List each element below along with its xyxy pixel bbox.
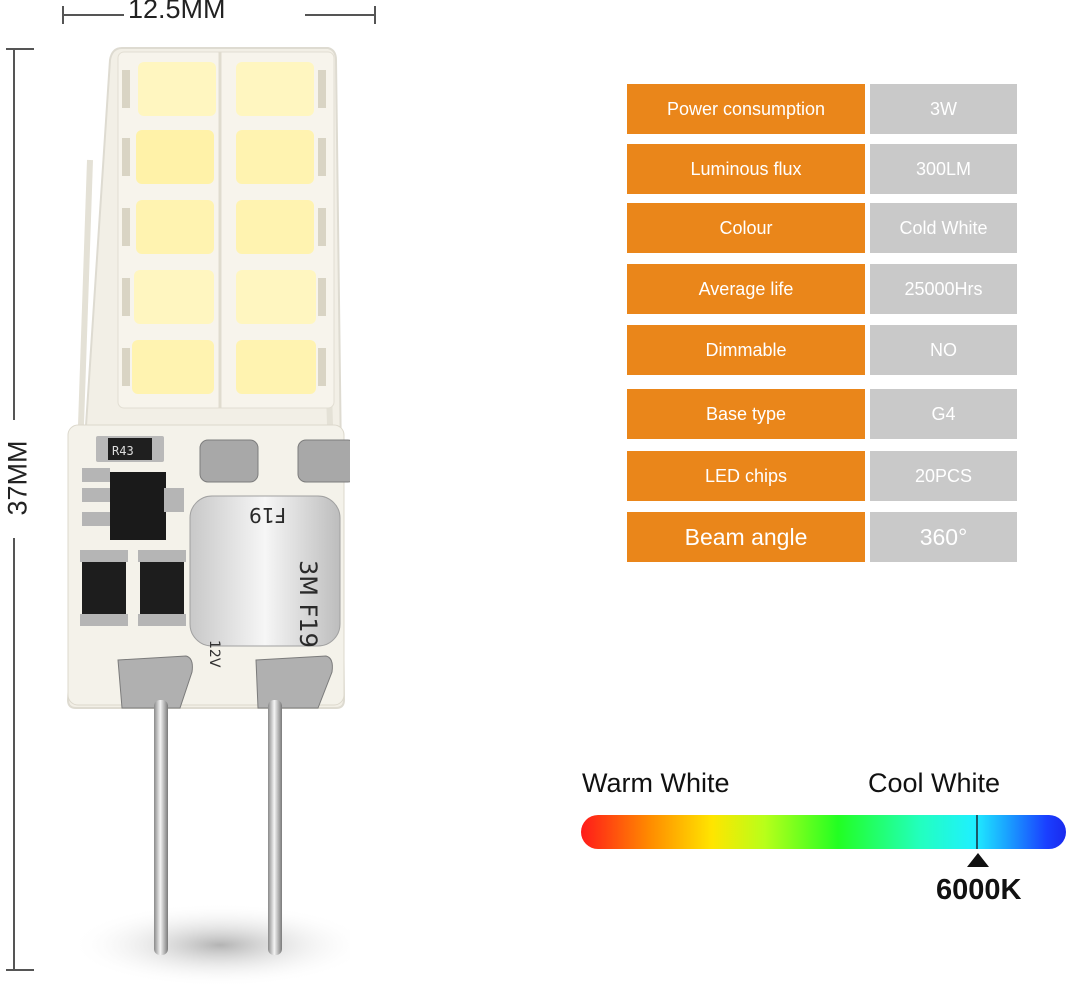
warm-white-label: Warm White xyxy=(582,768,730,798)
spec-value: Cold White xyxy=(870,203,1017,253)
capacitor-marking: F19 xyxy=(249,503,286,527)
spec-row-luminous-flux: Luminous flux 300LM xyxy=(627,144,1019,194)
pin-left xyxy=(154,700,168,955)
height-dimension-line-bottom xyxy=(13,538,15,970)
pin-right xyxy=(268,700,282,955)
spec-label: Dimmable xyxy=(627,325,865,375)
floor-shadow xyxy=(70,903,350,987)
spec-value: 25000Hrs xyxy=(870,264,1017,314)
width-dimension-line-right xyxy=(305,14,375,16)
spec-label: Average life xyxy=(627,264,865,314)
triangle-marker-icon xyxy=(967,853,989,867)
spec-label: Power consumption xyxy=(627,84,865,134)
spec-row-dimmable: Dimmable NO xyxy=(627,325,1019,375)
height-dimension-line-top xyxy=(13,48,15,420)
spec-value: G4 xyxy=(870,389,1017,439)
g4-led-bulb-illustration: R43 F19 3M F19 12V xyxy=(66,47,350,987)
resistor-marking: R43 xyxy=(112,444,134,458)
colour-temperature-value: 6000K xyxy=(936,874,1022,906)
spec-label: LED chips xyxy=(627,451,865,501)
spec-label: Base type xyxy=(627,389,865,439)
capacitor xyxy=(189,495,341,647)
capacitor-marking-2: 3M F19 xyxy=(294,560,322,648)
capacitor-voltage-marking: 12V xyxy=(206,640,222,668)
spec-label: Beam angle xyxy=(627,512,865,562)
cool-white-label: Cool White xyxy=(868,768,1001,798)
spec-row-base-type: Base type G4 xyxy=(627,389,1019,439)
colour-temperature-bar xyxy=(581,815,1066,849)
width-dimension-tick-left xyxy=(62,6,64,24)
spec-value: 20PCS xyxy=(870,451,1017,501)
spec-value: 360° xyxy=(870,512,1017,562)
spec-row-led-chips: LED chips 20PCS xyxy=(627,451,1019,501)
height-dimension-label: 37MM xyxy=(2,440,33,516)
height-dimension-tick-bottom xyxy=(6,969,34,971)
spec-value: 3W xyxy=(870,84,1017,134)
spec-row-average-life: Average life 25000Hrs xyxy=(627,264,1019,314)
width-dimension-tick-right xyxy=(374,6,376,24)
width-dimension-label: 12.5MM xyxy=(128,0,226,24)
spec-label: Colour xyxy=(627,203,865,253)
spec-row-colour: Colour Cold White xyxy=(627,203,1019,253)
led-chip-array xyxy=(132,62,316,394)
width-dimension-line-left xyxy=(62,14,124,16)
spec-label: Luminous flux xyxy=(627,144,865,194)
colour-temperature-marker-line xyxy=(976,815,978,849)
spec-value: 300LM xyxy=(870,144,1017,194)
spec-row-power: Power consumption 3W xyxy=(627,84,1019,134)
spec-row-beam-angle: Beam angle 360° xyxy=(627,512,1019,562)
height-dimension-tick-top xyxy=(6,48,34,50)
spec-value: NO xyxy=(870,325,1017,375)
